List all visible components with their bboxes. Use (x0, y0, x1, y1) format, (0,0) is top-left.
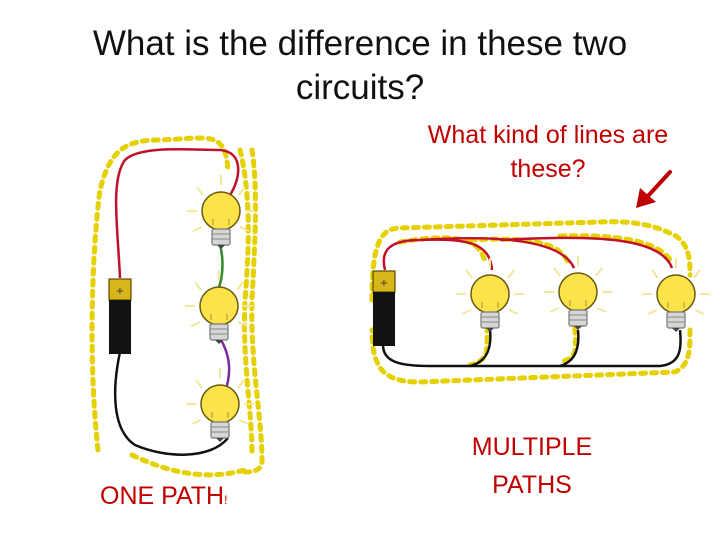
light-bulb-icon (641, 257, 711, 333)
series-label-suffix: ! (224, 493, 228, 507)
svg-text:+: + (116, 286, 124, 297)
series-label-text: ONE PATH (100, 482, 225, 510)
series-wire-purple (218, 337, 231, 393)
parallel-wire-red (382, 236, 674, 271)
parallel-circuit: + (369, 219, 711, 385)
series-wire-red (114, 147, 240, 279)
svg-text:+: + (380, 278, 388, 289)
series-flow-dots (89, 135, 265, 478)
series-wire-black (113, 351, 229, 456)
wire-question: What kind of lines are these? (427, 121, 669, 183)
light-bulb-icon (455, 257, 525, 333)
arrow-pointer-icon (636, 170, 672, 208)
battery-icon: + (108, 278, 132, 354)
light-bulb-icon (185, 367, 255, 443)
slide-title: What is the difference in these two circ… (92, 24, 628, 107)
parallel-label: MULTIPLE PATHS (471, 433, 593, 499)
series-label: ONE PATH! (100, 482, 227, 511)
light-bulb-icon (543, 255, 613, 331)
battery-icon: + (372, 270, 396, 346)
parallel-flow-dots (369, 219, 693, 385)
series-circuit: + (89, 135, 265, 478)
parallel-wire-black (381, 329, 682, 368)
